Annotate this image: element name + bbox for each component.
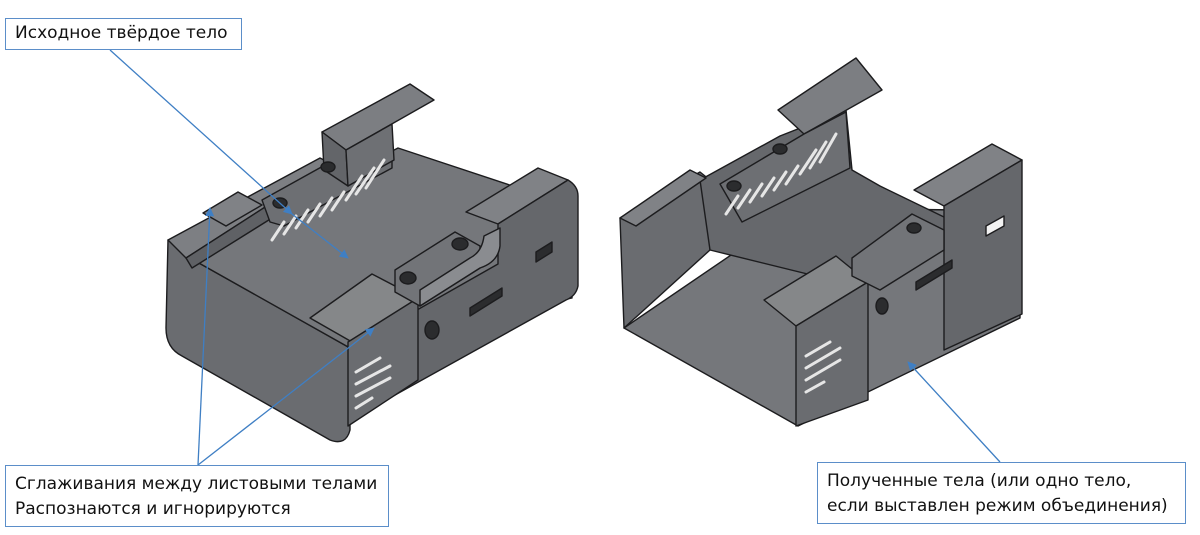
callout-fillets: Сглаживания между листовыми телами Распо…	[5, 465, 389, 527]
result-left-flap	[619, 169, 707, 227]
source-louvres	[270, 158, 392, 410]
side-slot-small	[535, 241, 553, 263]
mount-bend	[419, 227, 501, 307]
rear-hole-2	[320, 161, 336, 173]
result-side-slot	[915, 259, 953, 291]
back-left-flap	[202, 191, 263, 227]
leader-fillet-left	[197, 207, 215, 466]
callout-fillets-line-1: Сглаживания между листовыми телами	[15, 474, 378, 494]
rear-fin-wall	[345, 123, 395, 187]
leader-lines	[109, 49, 1001, 466]
result-solid-model	[619, 57, 1023, 427]
leader-fillet-right	[197, 327, 375, 466]
result-rear-fin	[777, 57, 883, 135]
side-hole	[424, 320, 440, 340]
left-wall-face	[165, 239, 351, 443]
result-mount-plate	[851, 213, 945, 291]
front-wall-face	[347, 297, 419, 427]
result-hole-1	[906, 222, 922, 234]
result-hole-2	[772, 143, 788, 155]
result-hole-3	[726, 180, 742, 192]
result-rear-wall	[719, 111, 851, 223]
result-side-hole	[875, 297, 889, 315]
result-right-wall	[943, 159, 1023, 351]
callout-source-body: Исходное твёрдое тело	[5, 18, 242, 50]
mount-hole-1	[399, 271, 417, 285]
callout-result-bodies: Полученные тела (или одно тело, если выс…	[817, 462, 1186, 524]
callout-result-line-1: Полученные тела (или одно тело,	[827, 471, 1132, 491]
leader-source-body	[109, 49, 293, 215]
result-louvres	[724, 132, 842, 394]
callout-fillets-line-2: Распознаются и игнорируются	[15, 499, 291, 519]
leader-result	[907, 361, 1001, 463]
mount-hole-2	[451, 237, 469, 251]
callout-result-line-2: если выставлен режим объединения)	[827, 496, 1168, 516]
callout-source-body-text: Исходное твёрдое тело	[15, 23, 228, 43]
leader-source-body-2	[291, 213, 349, 259]
result-small-slot	[985, 215, 1005, 237]
side-slot	[469, 287, 503, 317]
